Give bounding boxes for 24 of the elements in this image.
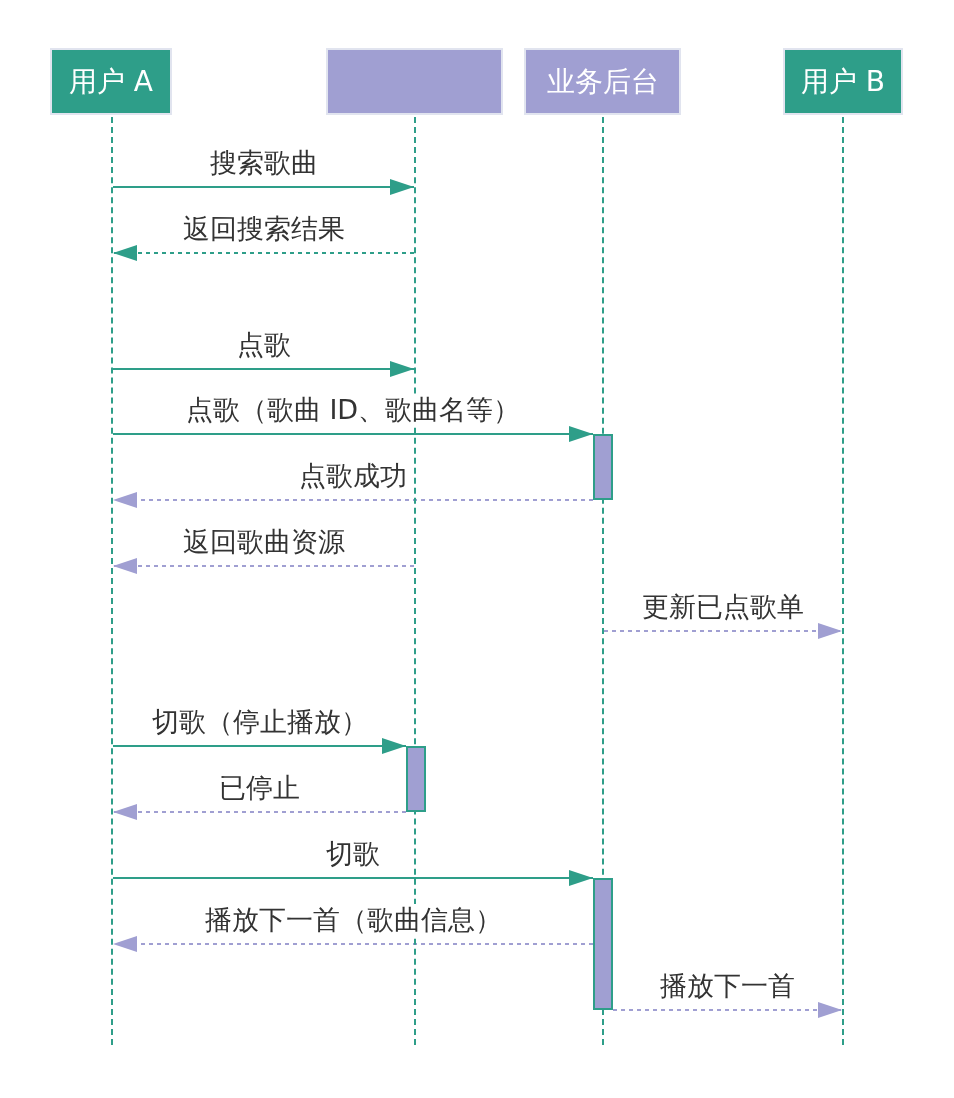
message-arrow: [112, 245, 415, 261]
participant-box: [783, 48, 903, 115]
participant-label: 用户 A: [68, 63, 154, 100]
message-arrow: [612, 1002, 843, 1018]
participant-box: [50, 48, 172, 115]
message-arrow: [112, 804, 407, 820]
message-arrow: [112, 738, 407, 754]
participant-label: 用户 B: [800, 63, 886, 100]
activation-bar: [593, 878, 613, 1010]
participant-box: [524, 48, 681, 115]
message-arrow: [112, 426, 594, 442]
participant-label: 业务后台: [546, 63, 659, 100]
activation-bar: [593, 434, 613, 500]
activation-bar: [406, 746, 426, 812]
message-arrow: [112, 870, 594, 886]
participant-box: [326, 48, 503, 115]
message-arrow: [112, 361, 415, 377]
message-arrow: [112, 936, 594, 952]
lifeline: [842, 117, 844, 1045]
message-arrow: [112, 179, 415, 195]
message-arrow: [603, 623, 843, 639]
lifeline: [111, 117, 113, 1045]
message-arrow: [112, 558, 415, 574]
message-arrow: [112, 492, 594, 508]
